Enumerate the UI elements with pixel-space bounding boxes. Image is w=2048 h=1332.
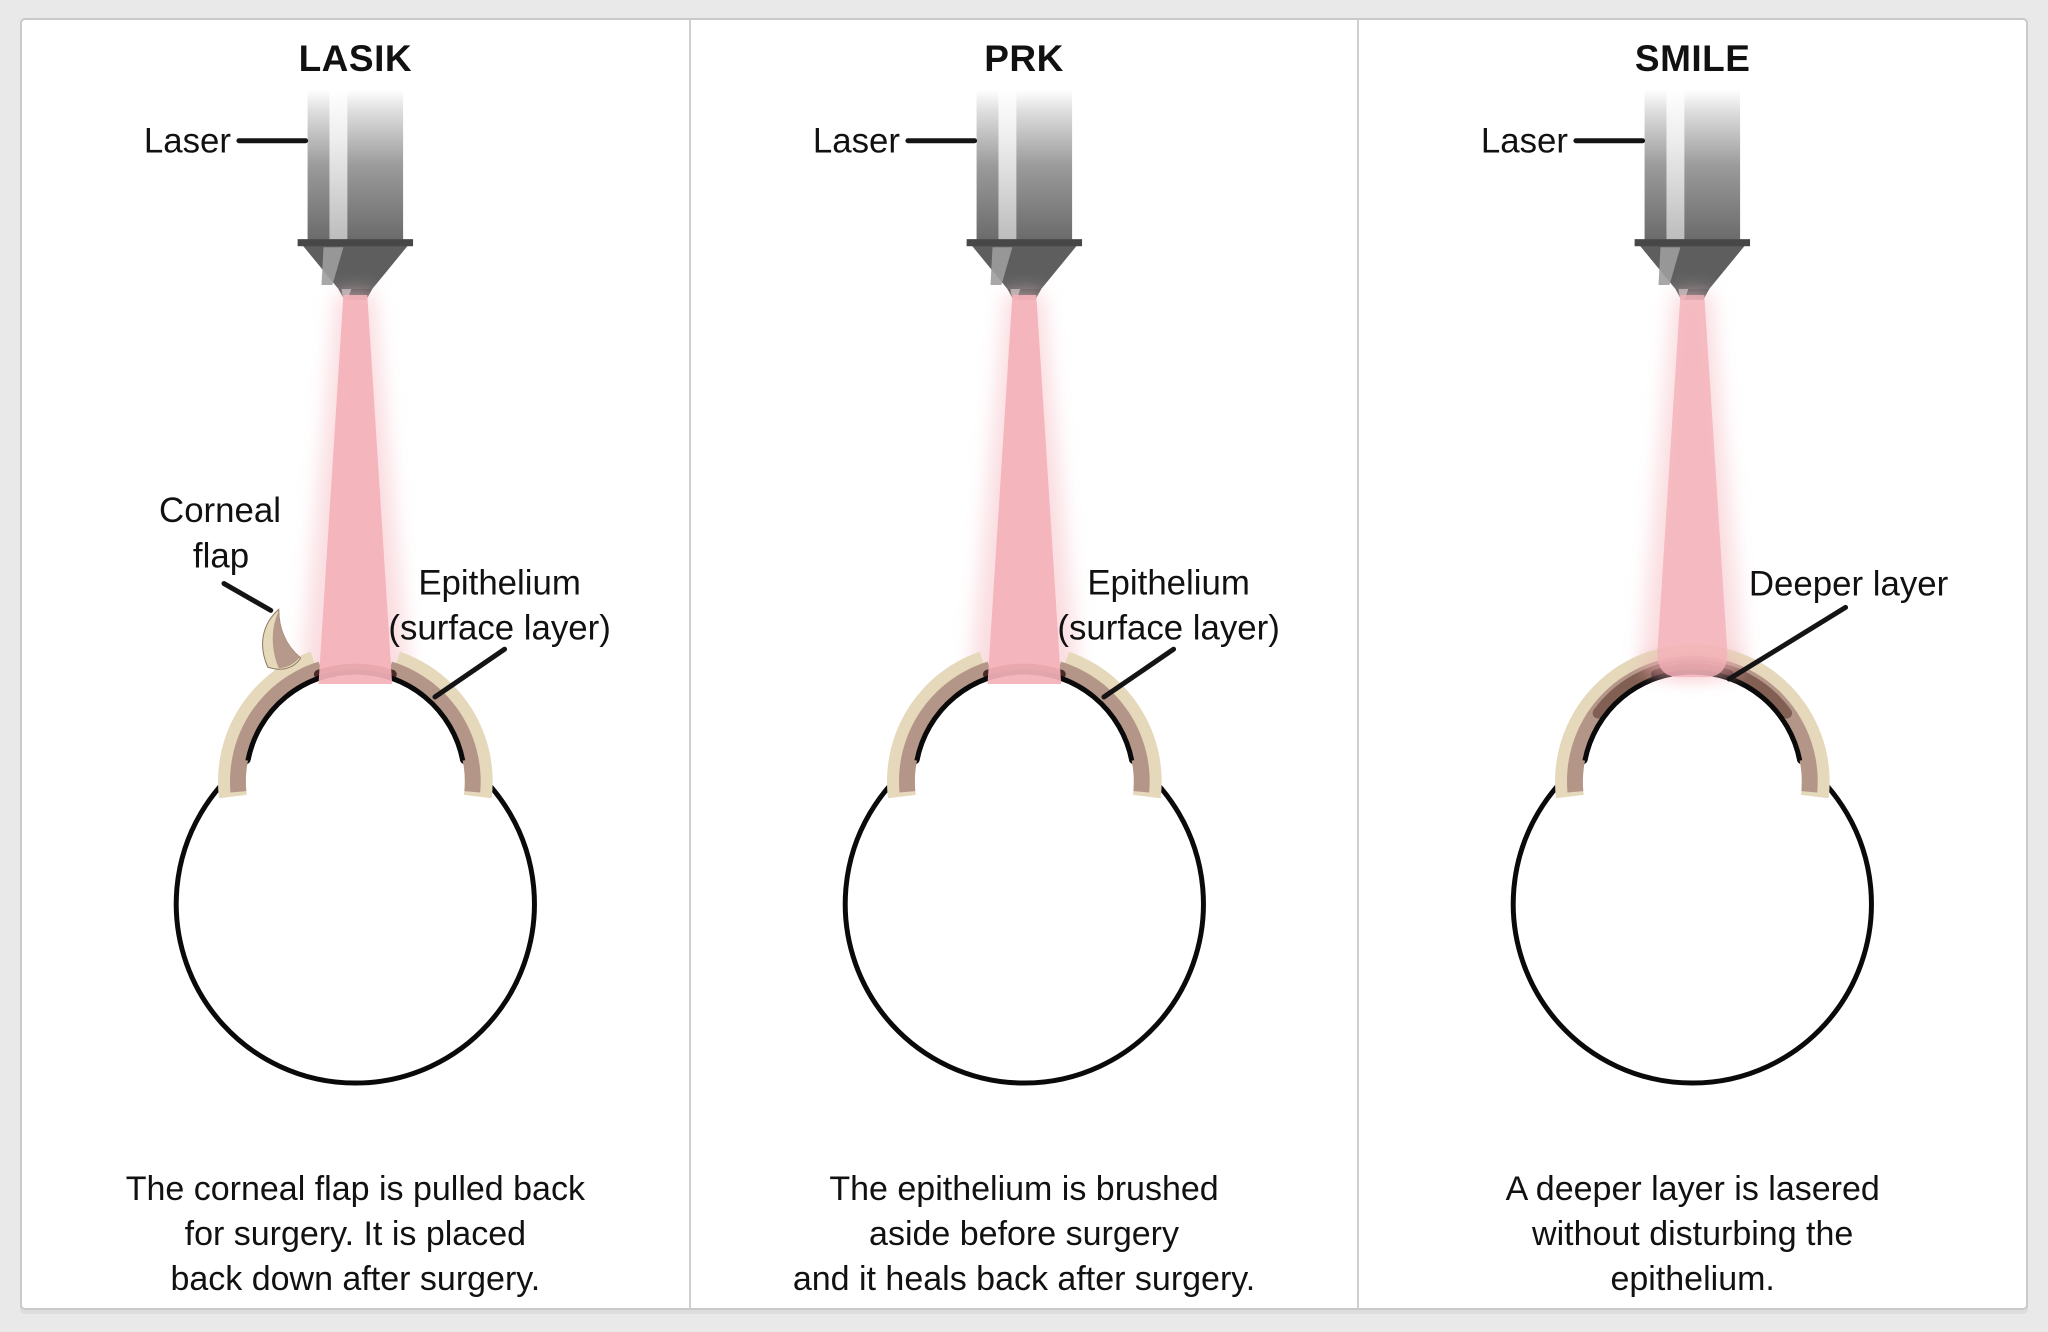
stroma-band-left xyxy=(898,661,992,793)
figure-card: LASIK xyxy=(20,18,2028,1310)
corneal-flap-leader-line xyxy=(221,581,274,613)
diagram-lasik: Laser Corneal flap Epithelium (surface l… xyxy=(144,90,611,1086)
description-smile: A deeper layer is lasered without distur… xyxy=(1505,1169,1880,1298)
laser-tip-highlight xyxy=(1658,247,1681,286)
deeper-layer-leader-line xyxy=(1727,604,1849,682)
laser-body xyxy=(307,90,404,242)
laser-body-highlight xyxy=(1666,90,1685,242)
laser-tip xyxy=(966,239,1082,290)
label-laser: Laser xyxy=(1481,122,1568,161)
laser-tip xyxy=(297,239,414,290)
laser-device xyxy=(1634,90,1751,300)
label-epithelium-line1: Epithelium xyxy=(1087,563,1250,602)
label-laser: Laser xyxy=(144,122,231,161)
laser-beam xyxy=(987,294,1061,685)
label-corneal-flap-line1: Corneal xyxy=(159,491,281,530)
description-prk: The epithelium is brushed aside before s… xyxy=(792,1169,1256,1298)
laser-tip-band xyxy=(1634,239,1751,247)
label-epithelium-line2: (surface layer) xyxy=(1057,608,1279,647)
diagram-prk: Laser Epithelium (surface layer) xyxy=(813,90,1280,1086)
epithelium-leader-line xyxy=(432,646,508,700)
panel-prk: PRK Laser Epithelium (su xyxy=(688,20,1358,1308)
laser-body xyxy=(1644,90,1741,242)
panel-lasik: LASIK xyxy=(22,20,689,1308)
panel-smile: SMILE Laser xyxy=(1357,20,2026,1308)
description-lasik: The corneal flap is pulled back for surg… xyxy=(125,1169,585,1298)
diagram-smile: Laser Deeper layer xyxy=(1481,90,1949,1086)
label-epithelium-line2: (surface layer) xyxy=(388,608,610,647)
laser-device xyxy=(966,90,1082,300)
laser-tip-highlight xyxy=(990,247,1013,286)
laser-beam xyxy=(318,294,393,685)
laser-beam xyxy=(1657,294,1728,678)
panel-title-prk: PRK xyxy=(984,38,1064,79)
laser-body-highlight xyxy=(998,90,1017,242)
laser-device xyxy=(297,90,414,300)
corneal-flap-inner xyxy=(272,611,300,669)
label-corneal-flap-line2: flap xyxy=(193,537,249,576)
laser-tip-band xyxy=(297,239,414,247)
laser-body xyxy=(976,90,1072,242)
stroma-band-right xyxy=(387,661,481,793)
laser-tip-highlight xyxy=(321,247,344,286)
label-deeper-layer: Deeper layer xyxy=(1749,564,1949,603)
panel-title-lasik: LASIK xyxy=(298,38,413,79)
epithelium-leader-line xyxy=(1101,646,1176,700)
panel-title-smile: SMILE xyxy=(1634,38,1751,79)
stroma-band-left xyxy=(229,661,324,793)
laser-tip-band xyxy=(966,239,1082,247)
label-laser: Laser xyxy=(813,122,900,161)
label-epithelium-line1: Epithelium xyxy=(418,563,581,602)
laser-body-highlight xyxy=(329,90,348,242)
laser-tip xyxy=(1634,239,1751,290)
stroma-band-right xyxy=(1056,661,1150,793)
